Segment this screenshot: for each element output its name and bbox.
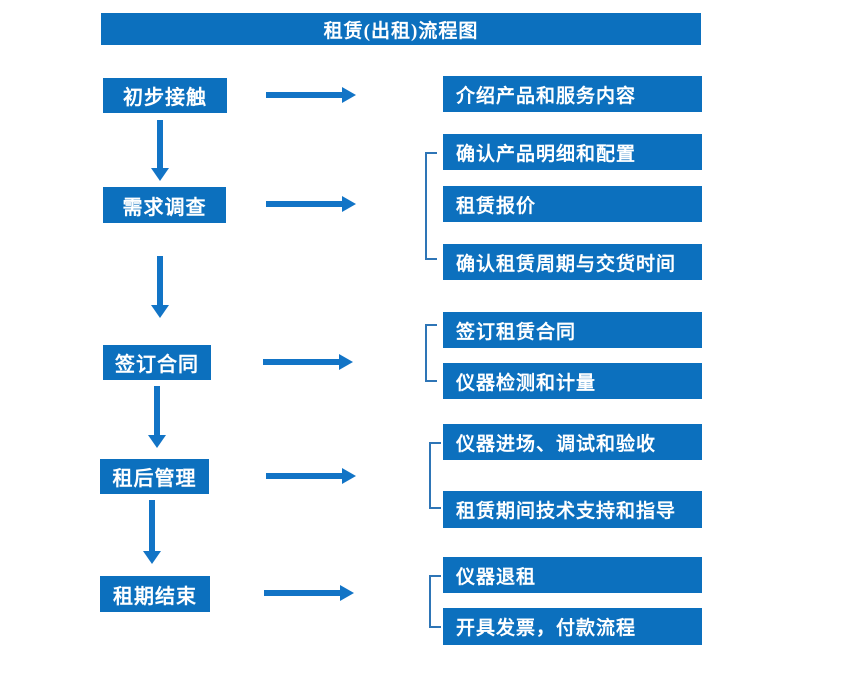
output-box-instrument-inspection: 仪器检测和计量 xyxy=(443,363,702,399)
right-arrow-icon xyxy=(266,196,356,212)
step-box-demand-survey: 需求调查 xyxy=(103,187,226,223)
right-arrow-shaft xyxy=(266,201,344,207)
down-arrow-icon xyxy=(151,120,169,181)
output-box-rental-quotation: 租赁报价 xyxy=(443,186,702,222)
right-arrow-icon xyxy=(263,354,353,370)
step-box-rental-end: 租期结束 xyxy=(100,576,210,612)
down-arrow-shaft xyxy=(149,500,155,552)
output-box-confirm-rental-period: 确认租赁周期与交货时间 xyxy=(443,244,702,280)
down-arrow-shaft xyxy=(154,386,160,436)
right-arrow-icon xyxy=(266,468,356,484)
down-arrow-head xyxy=(151,305,169,318)
down-arrow-shaft xyxy=(157,120,163,169)
right-arrow-head xyxy=(342,196,356,212)
output-box-introduce-products: 介绍产品和服务内容 xyxy=(443,76,702,112)
group-bracket xyxy=(425,152,437,260)
right-arrow-head xyxy=(339,354,353,370)
group-bracket xyxy=(425,324,437,382)
output-box-sign-rental-contract: 签订租赁合同 xyxy=(443,312,702,348)
output-box-instrument-setup: 仪器进场、调试和验收 xyxy=(443,424,702,460)
right-arrow-shaft xyxy=(266,473,344,479)
output-box-invoice-payment: 开具发票，付款流程 xyxy=(443,608,702,645)
right-arrow-head xyxy=(342,87,356,103)
output-box-confirm-product-details: 确认产品明细和配置 xyxy=(443,134,702,170)
down-arrow-head xyxy=(148,435,166,448)
group-bracket xyxy=(429,575,441,628)
step-box-sign-contract: 签订合同 xyxy=(103,345,211,380)
right-arrow-shaft xyxy=(266,92,344,98)
down-arrow-shaft xyxy=(157,256,163,306)
down-arrow-icon xyxy=(148,386,166,448)
output-box-technical-support: 租赁期间技术支持和指导 xyxy=(443,491,702,528)
right-arrow-shaft xyxy=(264,590,342,596)
right-arrow-icon xyxy=(266,87,356,103)
right-arrow-shaft xyxy=(263,359,341,365)
right-arrow-icon xyxy=(264,585,354,601)
right-arrow-head xyxy=(342,468,356,484)
down-arrow-icon xyxy=(143,500,161,564)
step-box-initial-contact: 初步接触 xyxy=(103,78,227,113)
group-bracket xyxy=(429,442,441,509)
diagram-title: 租赁(出租)流程图 xyxy=(101,13,701,45)
output-box-instrument-return: 仪器退租 xyxy=(443,557,702,593)
down-arrow-head xyxy=(143,551,161,564)
down-arrow-icon xyxy=(151,256,169,318)
down-arrow-head xyxy=(151,168,169,181)
right-arrow-head xyxy=(340,585,354,601)
step-box-post-rental-management: 租后管理 xyxy=(100,459,209,494)
